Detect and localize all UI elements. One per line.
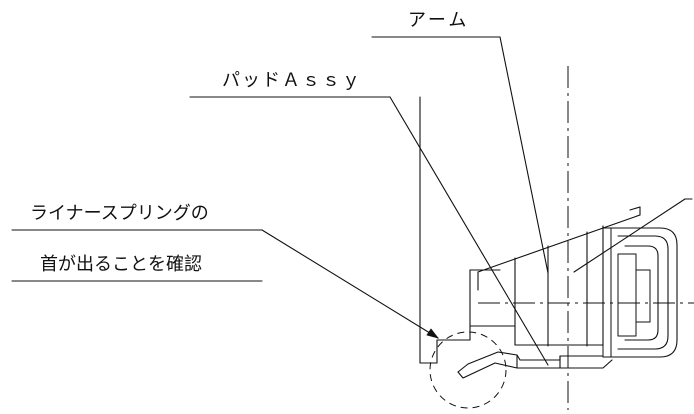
label-liner-note-line2: 首が出ることを確認 (40, 254, 202, 275)
callout-pad-assy-leader (189, 96, 549, 366)
leader-arrowhead (426, 328, 440, 339)
inspection-circle (429, 331, 507, 409)
centerlines (478, 66, 694, 410)
label-arm: アーム (408, 10, 470, 31)
callout-arm-leader (371, 36, 549, 274)
spring-housing (602, 225, 678, 358)
base-plate (419, 96, 438, 364)
label-liner-note-line1: ライナースプリングの (30, 203, 209, 224)
pad-assy-body (436, 325, 613, 379)
callout-liner-note-leader (11, 229, 440, 339)
label-pad-assy: パッドＡｓｓｙ (222, 70, 362, 91)
